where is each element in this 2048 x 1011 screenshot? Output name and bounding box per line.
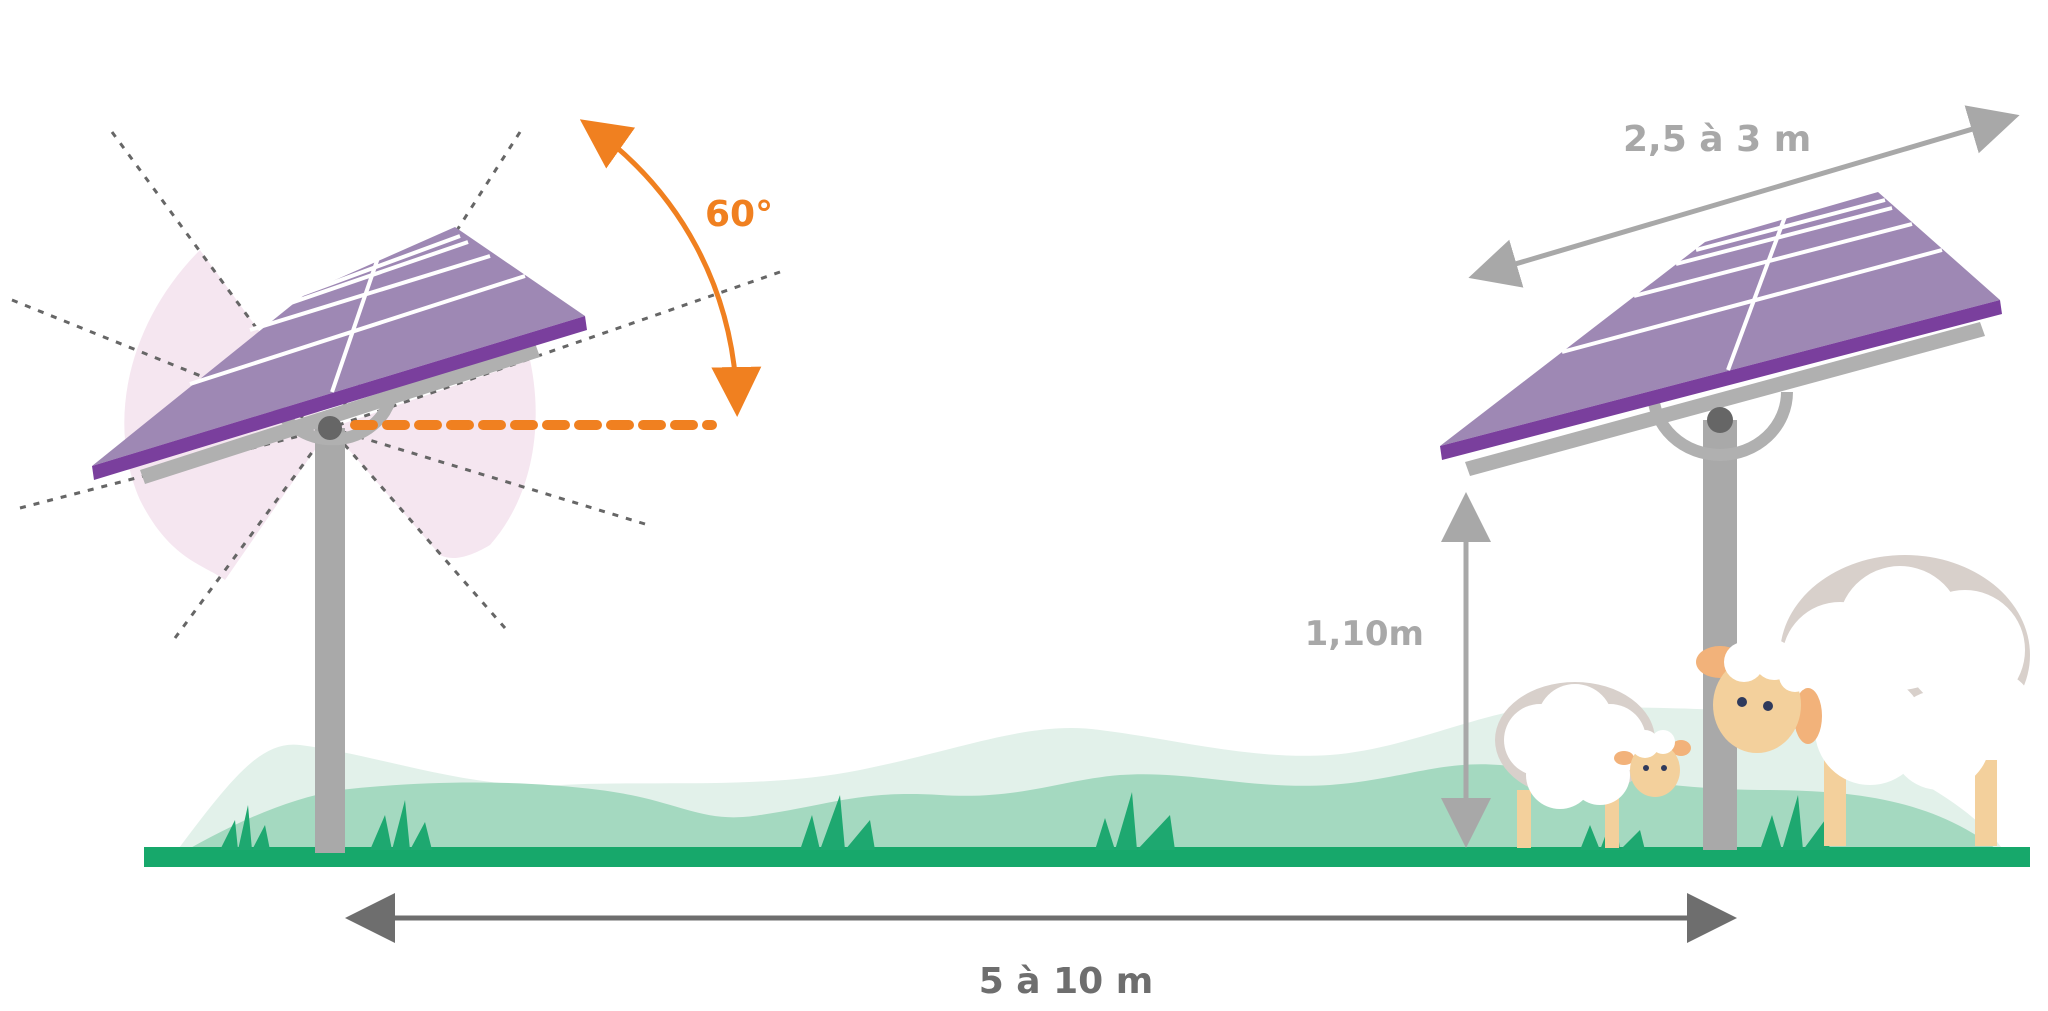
sheep-ear — [1671, 740, 1691, 756]
sheep-leg — [1605, 790, 1619, 848]
sheep-ear — [1614, 751, 1634, 765]
right-pole — [1703, 420, 1737, 850]
sheep-head-wool — [1651, 730, 1675, 754]
small-sheep — [1495, 682, 1691, 848]
sheep-eye — [1661, 765, 1667, 771]
sun-ray — [19, 426, 331, 510]
panel-grid-line — [299, 234, 461, 297]
panel-width-arrow — [1468, 105, 2020, 288]
sun-ray — [173, 427, 332, 639]
grass-tuft — [800, 795, 875, 850]
height-label: 1,10m — [1305, 614, 1424, 654]
right-pivot — [1707, 407, 1733, 433]
right-panel-shadow — [1465, 322, 1985, 476]
left-pivot — [318, 416, 342, 440]
sun-ray — [328, 427, 507, 629]
panel-grid-line — [249, 254, 491, 332]
left-panel-shadow — [140, 343, 540, 484]
sun-ray — [110, 131, 332, 429]
grass-tuft — [1095, 792, 1175, 850]
grass-tuft — [1760, 795, 1830, 850]
sun-glow-right — [330, 360, 536, 558]
sun-ray — [329, 270, 781, 430]
sheep-head-wool — [1631, 730, 1659, 758]
left-panel-edge — [92, 316, 587, 480]
left-pole — [315, 428, 345, 853]
sheep-wool — [1782, 566, 2035, 790]
angle-label: 60° — [705, 194, 773, 235]
sheep-eye — [1643, 765, 1649, 771]
panel-grid-line — [189, 274, 526, 386]
spacing-label: 5 à 10 m — [979, 961, 1154, 1002]
grass-tuft — [220, 805, 270, 850]
panel-grid-line — [330, 251, 382, 393]
big-sheep — [1696, 555, 2035, 846]
sun-ray — [328, 131, 522, 429]
left-tracker: 60° — [11, 119, 781, 853]
right-panel-edge — [1440, 300, 2002, 460]
wool-puff — [1890, 690, 1990, 790]
panel-width-label: 2,5 à 3 m — [1623, 119, 1811, 160]
panel-grid-line — [281, 240, 469, 308]
sheep-eye — [1763, 701, 1773, 711]
sheep-leg — [1975, 760, 1997, 846]
sheep-face — [1713, 657, 1801, 753]
sheep-wool — [1504, 684, 1646, 809]
sheep-leg — [1824, 760, 1846, 846]
sheep-leg — [1517, 790, 1531, 848]
sheep-head-wool — [1724, 642, 1764, 682]
sun-rays — [11, 131, 781, 639]
left-solar-panel — [92, 227, 585, 466]
angle-arc-arrow — [579, 119, 762, 417]
sheep-head-wool — [1779, 660, 1811, 692]
grass-tuft — [370, 800, 432, 850]
sheep-ear — [1794, 688, 1822, 744]
left-panel-grid — [189, 234, 526, 393]
ground-strip — [144, 847, 2030, 867]
sheep-eye — [1737, 697, 1747, 707]
